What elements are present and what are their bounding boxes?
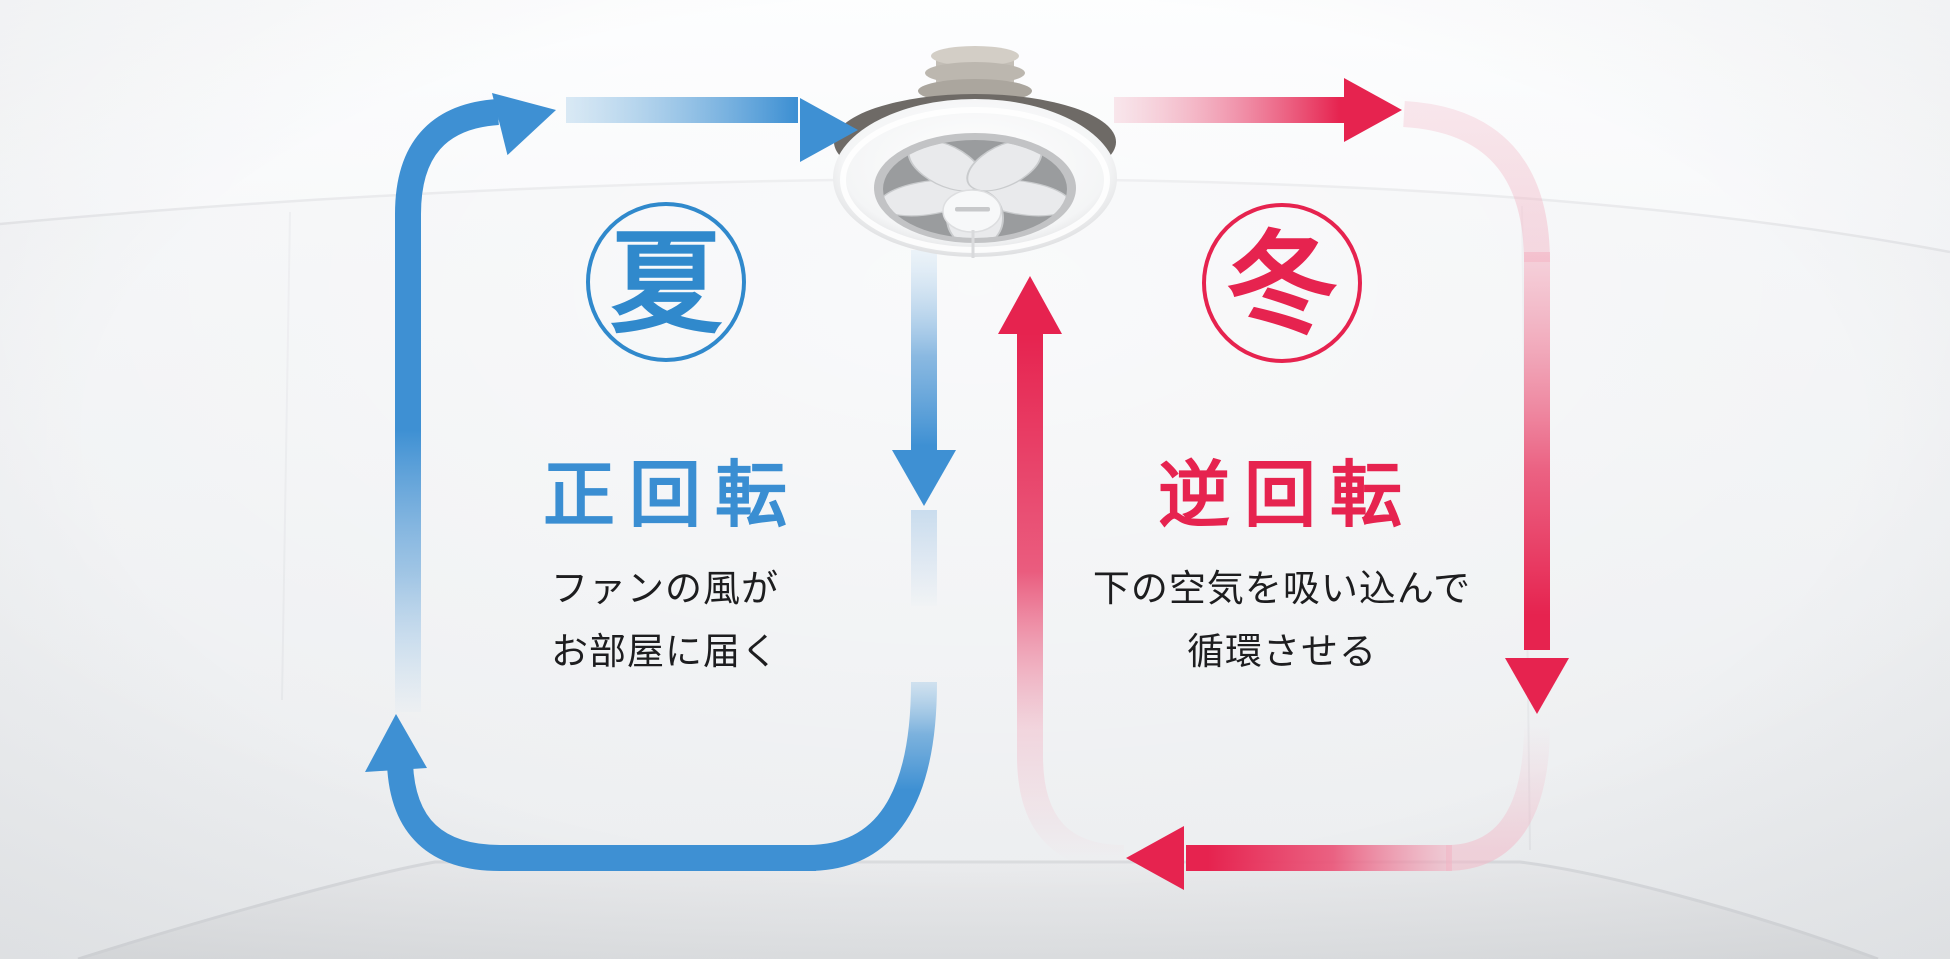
summer-airflow-loop-icon: [387, 97, 937, 871]
winter-badge-label: 冬: [1226, 224, 1338, 348]
summer-floor-flow: [387, 752, 816, 871]
airflow-arrowheads: [365, 78, 1569, 890]
winter-arrow-right-icon: [1344, 78, 1402, 142]
summer-badge-label: 夏: [610, 223, 722, 347]
winter-airflow-loop-icon: [1017, 97, 1550, 871]
summer-arrow-up-left-icon: [365, 714, 427, 772]
summer-description-line1: ファンの風が: [551, 568, 779, 609]
summer-mode-description: ファンの風が お部屋に届く: [415, 557, 915, 683]
winter-description-line1: 下の空気を吸い込んで: [1092, 568, 1472, 609]
winter-mode-title: 逆回転: [1157, 456, 1416, 536]
fan-ring-highlight: [840, 107, 1110, 253]
summer-left-wall-updraft: [395, 99, 500, 712]
summer-arrow-down-icon: [892, 450, 956, 506]
summer-description-line2: お部屋に届く: [551, 631, 779, 672]
winter-floor-corner-fade-in: [1445, 723, 1550, 871]
summer-arrow-up-right-icon: [491, 92, 556, 156]
summer-arrow-right-into-fan-icon: [800, 98, 858, 162]
summer-floor-corner-fade-in: [807, 681, 937, 871]
winter-arrow-left-icon: [1126, 826, 1184, 890]
fan-mount-ridge: [925, 62, 1025, 84]
winter-arrow-up-into-fan-icon: [998, 276, 1062, 334]
winter-mode-description: 下の空気を吸い込んで 循環させる: [1032, 557, 1532, 683]
fan-mount-ridge: [931, 46, 1019, 66]
ceiling-circulator-fan-icon: [833, 46, 1117, 258]
winter-arrow-down-icon: [1505, 658, 1569, 714]
winter-ceiling-corner-fade: [1403, 101, 1550, 263]
summer-season-badge: 夏: [586, 202, 746, 362]
winter-season-badge: 冬: [1202, 203, 1362, 363]
fan-logo-mark: [955, 207, 990, 212]
summer-mode-title: 正回転: [542, 456, 801, 536]
winter-updraft-into-fan: [1017, 332, 1125, 871]
winter-description-line2: 循環させる: [1187, 631, 1377, 672]
